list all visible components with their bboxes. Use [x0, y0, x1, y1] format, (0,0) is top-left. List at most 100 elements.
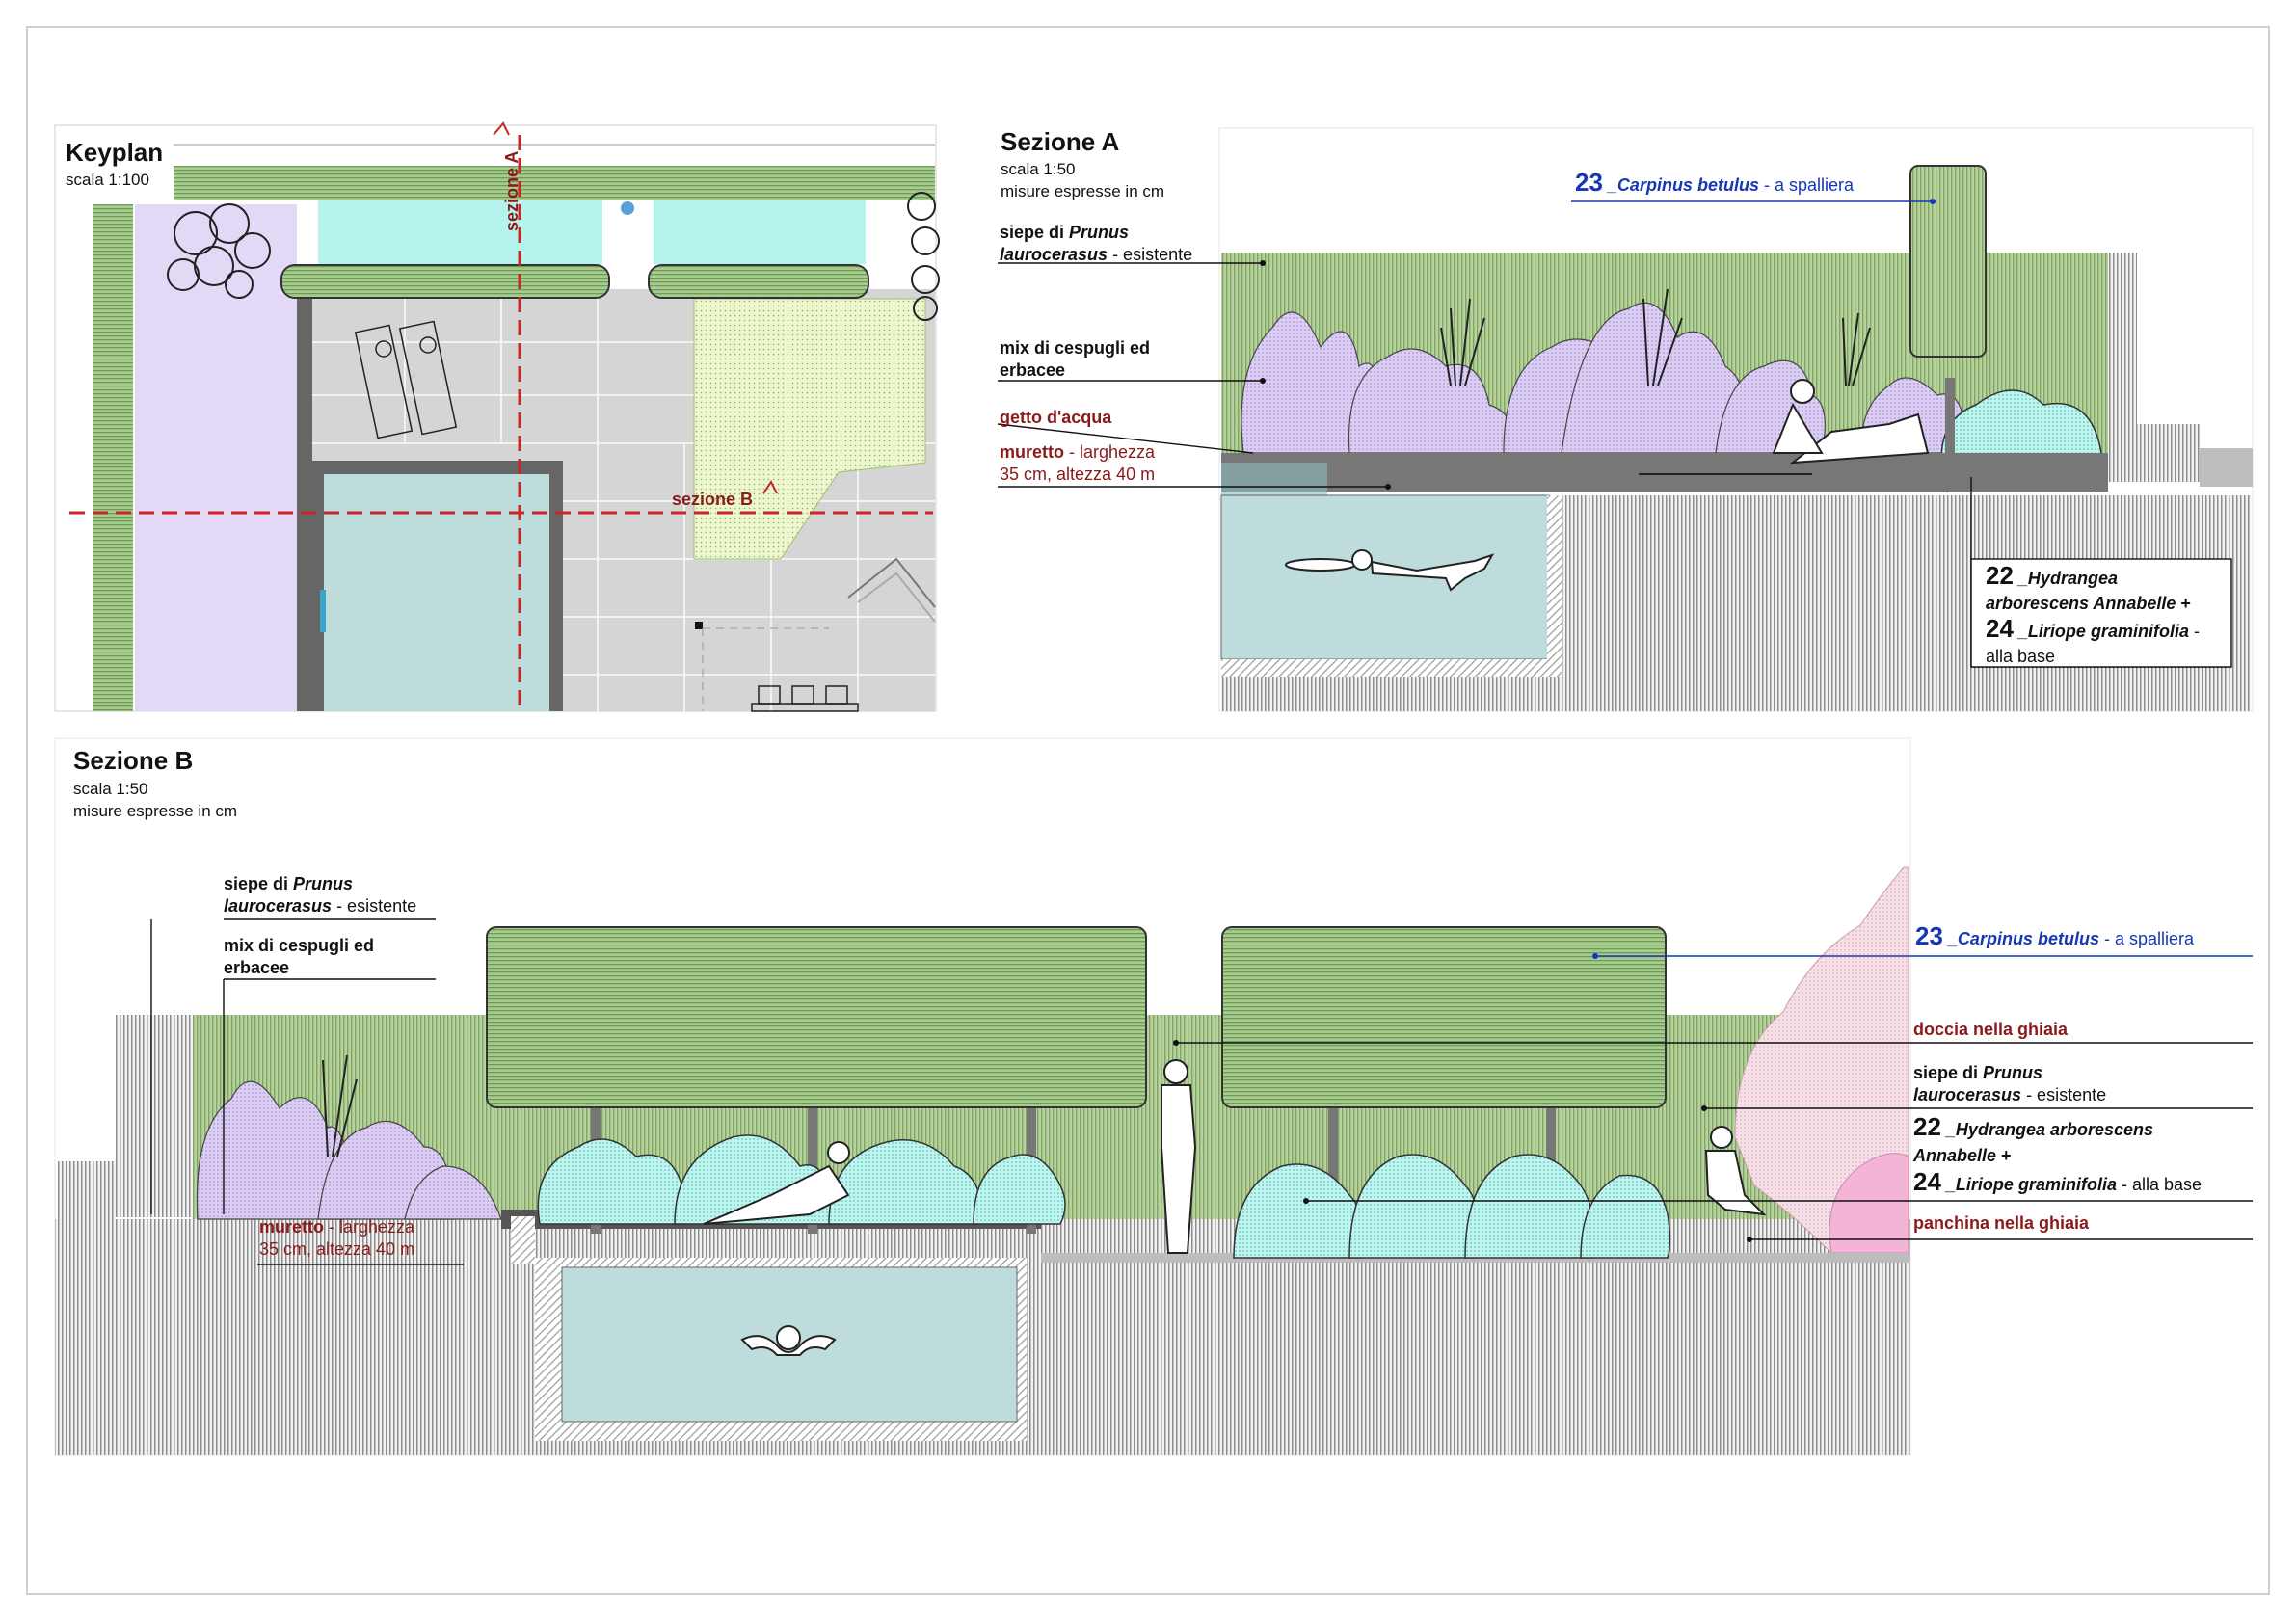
section-b-hedge-right-label: siepe di Prunus laurocerasus - esistente [1913, 1062, 2106, 1106]
section-a-water-jet-label: getto d'acqua [1000, 408, 1112, 427]
hydrangea-b-number: 22 [1913, 1112, 1941, 1141]
section-b-drawing [54, 737, 1911, 1456]
section-a-drawing [1218, 127, 2254, 712]
keyplan-pool [324, 474, 549, 711]
keyplan-sun-loungers [354, 320, 458, 439]
keyplan-planting-bed [135, 204, 297, 711]
keyplan-wall [297, 289, 312, 711]
mix-b-line2: erbacee [224, 958, 290, 977]
section-a-carpinus [1909, 165, 1987, 358]
section-a-title: Sezione A [1001, 127, 1120, 156]
section-b-carpinus-right [1221, 926, 1667, 1108]
leader-lines [150, 200, 2253, 1265]
section-b-bench-label: panchina nella ghiaia [1913, 1213, 2090, 1233]
hedge-b-species: laurocerasus [224, 896, 333, 916]
keyplan-hedge-left [280, 264, 610, 299]
keyplan-chairs [751, 685, 859, 712]
sheet-border [26, 26, 2270, 1595]
hedge-b-genus: Prunus [293, 874, 354, 893]
keyplan-plan [54, 121, 940, 712]
section-a-wall-label: muretto - larghezza 35 cm, altezza 40 m [1000, 441, 1155, 486]
wall-label-line2: 35 cm, altezza 40 m [1000, 465, 1156, 484]
keyplan-water-feature-right [654, 200, 866, 264]
keyplan-tree [167, 203, 271, 299]
mix-b-line1: mix di cespugli ed [224, 936, 375, 955]
section-b-pink-tree [1734, 866, 1909, 1254]
section-a-scale: scala 1:50 [1001, 160, 1076, 178]
hydrangea-name-1: _Hydrangea [2013, 569, 2118, 588]
liriope-number: 24 [1986, 614, 2014, 643]
hedge-b-suffix: - esistente [332, 896, 417, 916]
section-a-grasses [1440, 288, 1871, 386]
hedge-r-prefix: siepe di [1913, 1063, 1984, 1082]
keyplan-scale: scala 1:100 [66, 171, 149, 189]
liriope-b-name: _Liriope graminifolia [1940, 1175, 2117, 1194]
section-a-hedge-label: siepe di Prunus laurocerasus - esistente [1000, 222, 1192, 266]
keyplan-shower-point [621, 201, 634, 215]
section-b-title: Sezione B [73, 746, 194, 775]
section-b-hydrangea-label: 22 _Hydrangea arborescens Annabelle + 24… [1913, 1114, 2202, 1198]
carpinus-suffix: - a spalliera [1758, 175, 1854, 195]
hedge-b-prefix: siepe di [224, 874, 294, 893]
wall-label-rest: - larghezza [1064, 442, 1156, 462]
liriope-b-number: 24 [1913, 1167, 1941, 1196]
carpinus-b-suffix: - a spalliera [2098, 929, 2194, 948]
keyplan-lawn [693, 298, 926, 560]
section-b-carpinus-left [486, 926, 1147, 1108]
carpinus-b-name: _Carpinus betulus [1942, 929, 2099, 948]
hedge-r-species: laurocerasus [1913, 1085, 2022, 1104]
keyplan-title: Keyplan [66, 138, 164, 167]
section-b-units: misure espresse in cm [73, 802, 238, 820]
section-a-person-lounging [1639, 379, 1930, 475]
hydrangea-b-name-2: Annabelle [1913, 1146, 1997, 1165]
wall-b-bold: muretto [259, 1217, 324, 1237]
keyplan-section-b-label: sezione B [672, 490, 754, 509]
keyplan-hedge-right [648, 264, 869, 299]
carpinus-b-number: 23 [1915, 921, 1943, 950]
keyplan-section-a-label: sezione A [502, 150, 521, 231]
keyplan-shrub-right [907, 192, 940, 321]
section-a-swimmer [1285, 549, 1495, 592]
hydrangea-b-name-1: _Hydrangea arborescens [1940, 1120, 2154, 1139]
hedge-label-species: laurocerasus [1000, 245, 1108, 264]
hydrangea-number: 22 [1986, 561, 2014, 590]
mix-label-line2: erbacee [1000, 360, 1066, 380]
section-a-carpinus-label: 23 _Carpinus betulus - a spalliera [1575, 170, 1854, 197]
section-b-wall-label: muretto - larghezza 35 cm, altezza 40 m [259, 1216, 414, 1261]
section-b-shower-label: doccia nella ghiaia [1913, 1020, 2069, 1039]
section-b-hedge-label: siepe di Prunus laurocerasus - esistente [224, 873, 416, 918]
liriope-base: alla base [1986, 647, 2056, 666]
carpinus-name: _Carpinus betulus [1602, 175, 1759, 195]
wall-label-bold: muretto [1000, 442, 1064, 462]
liriope-b-suffix: - alla base [2116, 1175, 2203, 1194]
carpinus-number: 23 [1575, 168, 1603, 197]
hedge-r-suffix: - esistente [2021, 1085, 2107, 1104]
liriope-name: _Liriope graminifolia [2013, 622, 2189, 641]
hydrangea-name-2: arborescens Annabelle [1986, 594, 2176, 613]
section-b-swimmer [740, 1325, 837, 1356]
mix-label-line1: mix di cespugli ed [1000, 338, 1151, 358]
section-a-units: misure espresse in cm [1001, 182, 1165, 200]
section-b-mix-label: mix di cespugli ed erbacee [224, 935, 374, 979]
section-a-pool [1220, 494, 1550, 660]
wall-b-line2: 35 cm, altezza 40 m [259, 1239, 415, 1259]
hedge-label-prefix: siepe di [1000, 223, 1070, 242]
hydrangea-b-plus: + [1996, 1146, 2012, 1165]
section-a-mix-label: mix di cespugli ed erbacee [1000, 337, 1150, 382]
section-a-terrace [1221, 453, 2108, 492]
hedge-r-genus: Prunus [1983, 1063, 2043, 1082]
keyplan-top-hedge [174, 166, 935, 200]
hedge-label-suffix: - esistente [1108, 245, 1193, 264]
section-b-carpinus-label: 23 _Carpinus betulus - a spalliera [1915, 923, 2194, 950]
section-b-scale: scala 1:50 [73, 780, 148, 798]
keyplan-left-hedge [93, 204, 133, 711]
section-a-hydrangea-label: 22 _Hydrangea arborescens Annabelle + 24… [1986, 563, 2200, 669]
wall-b-rest: - larghezza [324, 1217, 415, 1237]
hedge-label-genus: Prunus [1069, 223, 1130, 242]
section-b-people [703, 1059, 1767, 1254]
liriope-suffix: - [2188, 622, 2200, 641]
keyplan-water-feature-left [318, 200, 602, 264]
hydrangea-plus: + [2176, 594, 2191, 613]
